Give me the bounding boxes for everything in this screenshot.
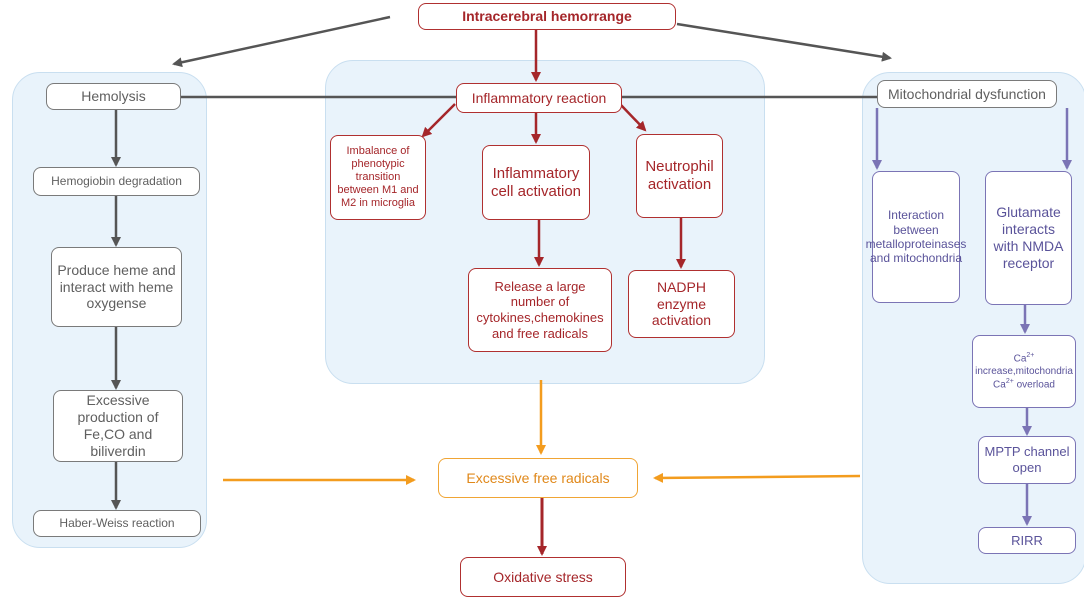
heme-box: Produce heme and interact with heme oxyg… [51,247,182,327]
mito-label: Mitochondrial dysfunction [888,85,1046,102]
heme-label: Produce heme and interact with heme oxyg… [57,261,176,312]
hemolysis-box: Hemolysis [46,83,181,110]
arrow-inflammatory-imbalance [421,103,456,138]
excessive-label: Excessive production of Fe,CO and bilive… [77,392,159,459]
interaction-label: Interaction between metalloproteinases a… [865,208,967,266]
mitochondria-panel [862,72,1084,584]
inflammatory-box: Inflammatory reaction [456,83,622,113]
neutrophil-box: Neutrophil activation [636,134,723,218]
free-radicals-box: Excessive free radicals [438,458,638,498]
glutamate-label: Glutamate interacts with NMDA receptor [993,204,1064,271]
nadph-box: NADPH enzyme activation [628,270,735,338]
degradation-box: Hemogiobin degradation [33,167,200,196]
ca-box: Ca2+ increase,mitochondria Ca2+ overload [972,335,1076,408]
arrow-ich-to-mito [676,22,892,62]
mito-box: Mitochondrial dysfunction [877,80,1057,108]
release-box: Release a large number of cytokines,chem… [468,268,612,352]
arrow-ich-to-hemolysis [172,15,391,68]
mptp-box: MPTP channel open [978,436,1076,484]
neutrophil-label: Neutrophil activation [645,158,714,193]
cell-activation-box: Inflammatory cell activation [482,145,590,220]
degradation-label: Hemogiobin degradation [51,174,182,189]
release-label: Release a large number of cytokines,chem… [476,278,604,341]
mptp-label: MPTP channel open [984,444,1070,475]
arrow-right-free-radicals [653,472,861,483]
excessive-box: Excessive production of Fe,CO and bilive… [53,390,183,462]
ca-label: Ca2+ increase,mitochondria Ca2+ overload [975,352,1073,390]
imbalance-label: Imbalance of phenotypic transition betwe… [337,144,419,210]
free-radicals-label: Excessive free radicals [466,469,610,486]
ich-title-box: Intracerebral hemorrange [418,3,676,30]
haber-box: Haber-Weiss reaction [33,510,201,537]
rirr-label: RIRR [1011,532,1043,548]
hemolysis-label: Hemolysis [81,88,146,105]
oxidative-label: Oxidative stress [493,568,593,585]
oxidative-box: Oxidative stress [460,557,626,597]
haber-label: Haber-Weiss reaction [59,516,175,531]
arrow-inflammatory-neutrophil [619,103,647,132]
rirr-box: RIRR [978,527,1076,554]
glutamate-box: Glutamate interacts with NMDA receptor [985,171,1072,305]
interaction-box: Interaction between metalloproteinases a… [866,171,966,303]
ich-title: Intracerebral hemorrange [462,8,632,25]
imbalance-box: Imbalance of phenotypic transition betwe… [330,135,426,220]
inflammatory-label: Inflammatory reaction [471,89,607,106]
cell-activation-label: Inflammatory cell activation [490,164,582,200]
nadph-label: NADPH enzyme activation [651,278,712,329]
